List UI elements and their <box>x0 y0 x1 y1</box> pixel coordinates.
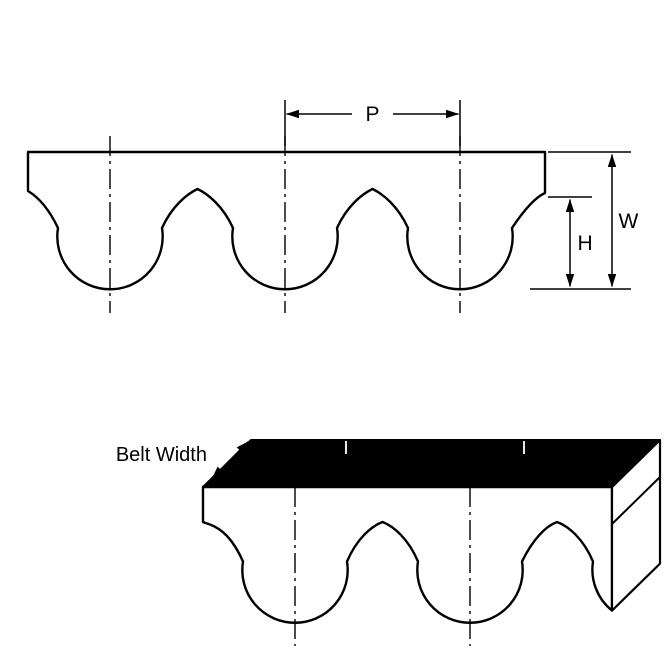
tooth-centerlines <box>109 136 461 313</box>
isometric-view: Belt Width <box>116 438 662 646</box>
pitch-label: P <box>365 103 379 126</box>
belt-width-annotation <box>211 440 250 480</box>
tooth-centerlines-iso <box>294 487 471 646</box>
belt-width-arrow <box>211 459 231 480</box>
dimension-thickness <box>530 151 631 290</box>
profile-view: P W H <box>26 100 639 313</box>
belt-width-label: Belt Width <box>116 444 207 466</box>
end-cut-land-edge <box>611 476 661 525</box>
belt-profile-outline <box>26 150 547 291</box>
thickness-label: W <box>619 210 639 233</box>
belt-width-arrow <box>229 440 250 461</box>
dimension-pitch <box>284 100 461 146</box>
front-face-profile <box>201 485 614 624</box>
dimension-tooth-height <box>548 196 592 288</box>
tooth-height-label: H <box>578 232 593 255</box>
belt-top-surface <box>202 439 661 488</box>
top-surface-ticks <box>345 441 525 454</box>
